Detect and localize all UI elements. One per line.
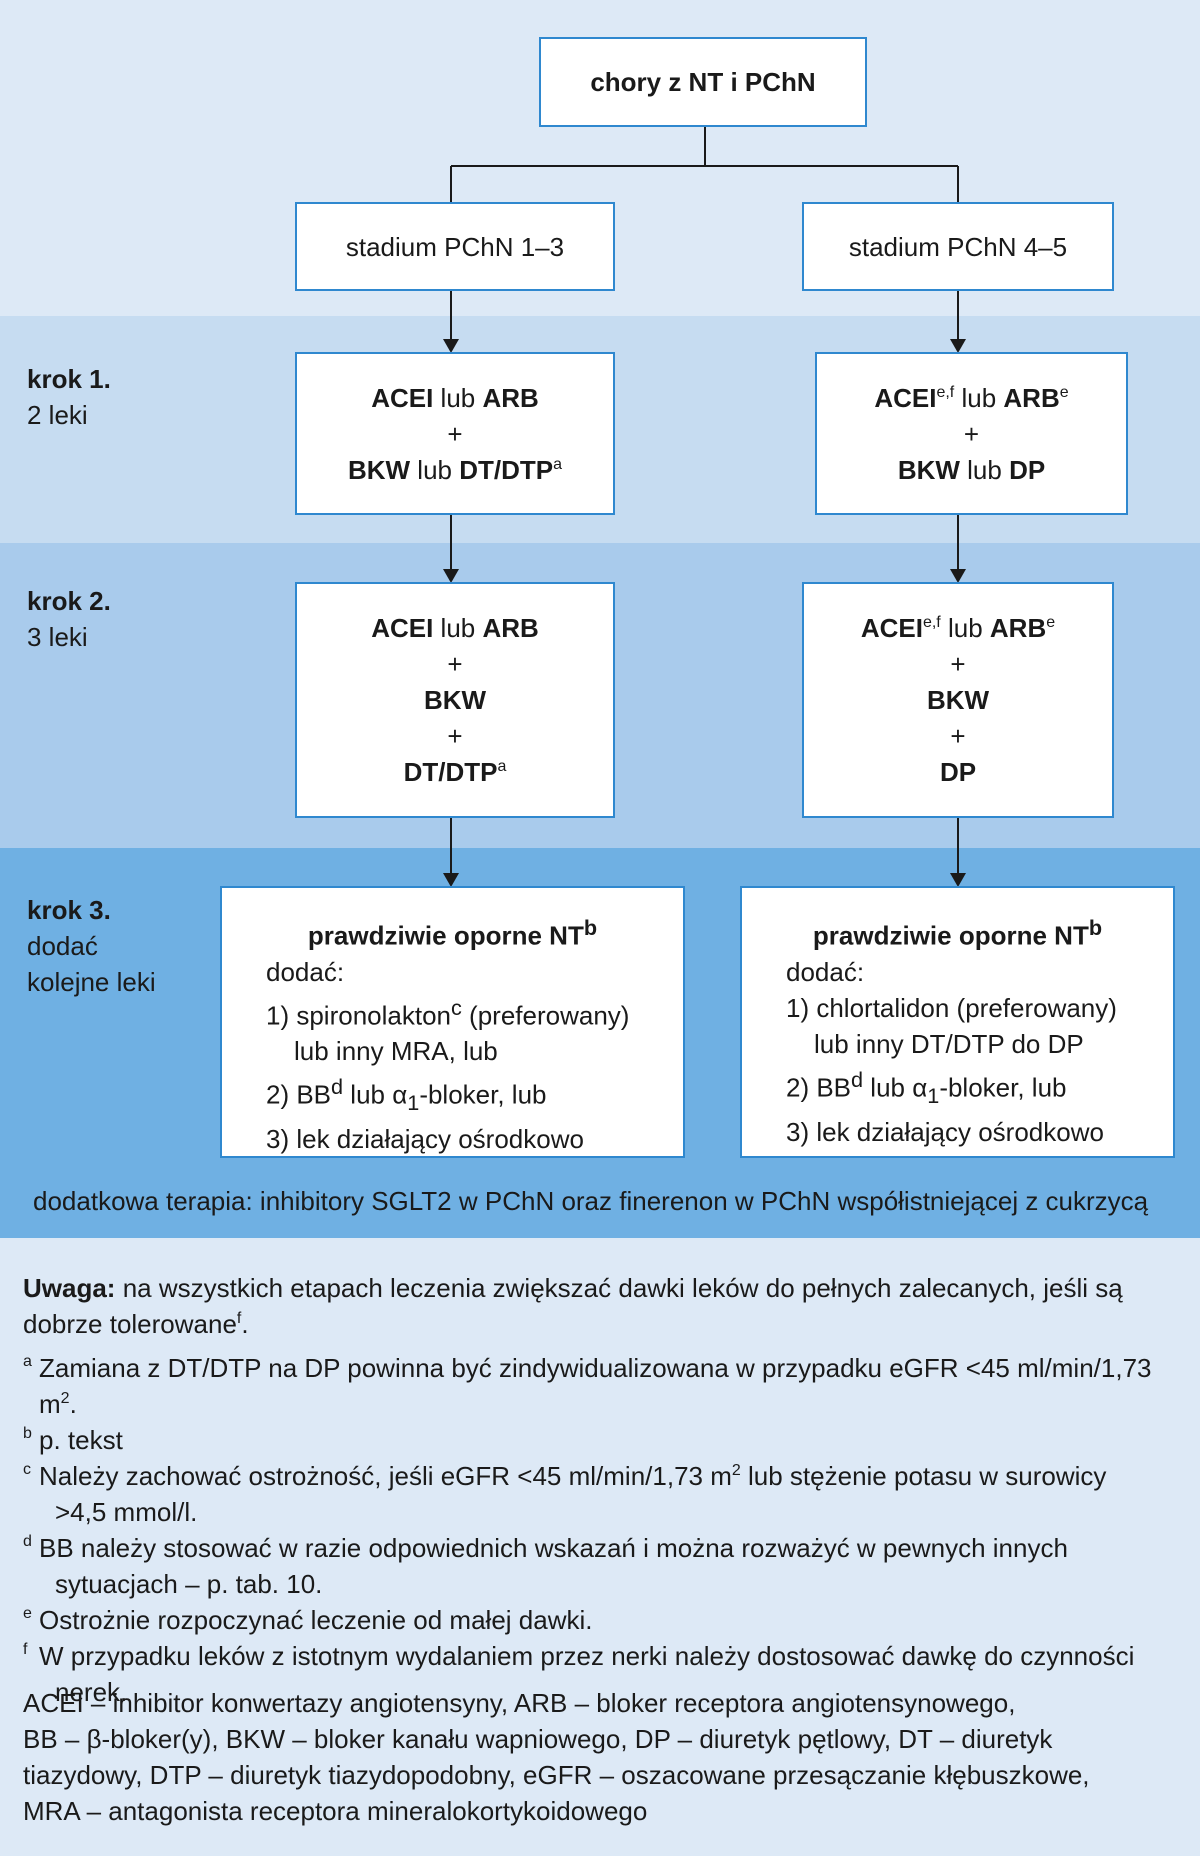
left-step3-box: prawdziwie oporne NTb dodać: 1) spironol… [220, 886, 685, 1158]
notes-band [0, 1238, 1200, 1856]
abbr-line: ACEI – inhibitor konwertazy angiotensyny… [23, 1688, 1016, 1718]
step2-label: krok 2. 3 leki [27, 583, 111, 655]
left-step3-item3: 3) lek działający ośrodkowo [266, 1124, 584, 1155]
right-step3-item1-cont: lub inny DT/DTP do DP [814, 1028, 1084, 1059]
right-step3-item2: 2) BBd lub α1-bloker, lub [786, 1066, 1067, 1108]
right-step3-item1: 1) chlortalidon (preferowany) [786, 992, 1117, 1023]
step1-title: krok 1. [27, 364, 111, 394]
abbr-line: tiazydowy, DTP – diuretyk tiazydopodobny… [23, 1760, 1090, 1790]
arrow-right-1 [950, 339, 966, 353]
step3-label: krok 3. dodać kolejne leki [27, 892, 156, 1000]
step3-sub1: dodać [27, 931, 98, 961]
left-step1-line3: BKW lub DT/DTPa [347, 454, 563, 485]
step2-sub: 3 leki [27, 622, 88, 652]
left-step1-line1: ACEI lub ARB [371, 382, 539, 413]
right-step2-line1: ACEIe,f lub ARBe [860, 613, 1056, 643]
arrow-left-3 [443, 873, 459, 887]
note-uwaga: Uwaga: na wszystkich etapach leczenia zw… [23, 1273, 1123, 1339]
arrow-right-3 [950, 873, 966, 887]
left-step2-box: ACEI lub ARB + BKW + DT/DTPa [295, 582, 615, 818]
left-step1-box: ACEI lub ARB + BKW lub DT/DTPa [295, 352, 615, 515]
right-step1-line3: BKW lub DP [897, 454, 1046, 485]
root-label: chory z NT i PChN [590, 67, 816, 97]
right-stage-box: stadium PChN 4–5 [802, 202, 1114, 291]
notes: Uwaga: na wszystkich etapach leczenia zw… [23, 1270, 1193, 1710]
step1-sub: 2 leki [27, 400, 88, 430]
arrow-left-1 [443, 339, 459, 353]
left-step2-plus1: + [447, 649, 463, 679]
right-step3-add: dodać: [786, 956, 865, 987]
right-step1-plus: + [963, 418, 980, 449]
right-stage-label: stadium PChN 4–5 [848, 231, 1068, 262]
additional-therapy: dodatkowa terapia: inhibitory SGLT2 w PC… [33, 1186, 1149, 1216]
right-step2-box: ACEIe,f lub ARBe + BKW + DP [802, 582, 1114, 818]
right-step2-plus1: + [950, 649, 966, 679]
step3-title: krok 3. [27, 895, 111, 925]
right-step2-plus2: + [950, 721, 966, 751]
step3-sub2: kolejne leki [27, 967, 156, 997]
right-step3-box: prawdziwie oporne NTb dodać: 1) chlortal… [740, 886, 1175, 1158]
step1-label: krok 1. 2 leki [27, 361, 111, 433]
left-step1-plus: + [447, 418, 463, 449]
left-step3-item1-cont: lub inny MRA, lub [294, 1036, 498, 1067]
abbr-line: MRA – antagonista receptora mineralokort… [23, 1796, 648, 1826]
left-stage-label: stadium PChN 1–3 [345, 231, 565, 262]
abbr-line: BB – β-bloker(y), BKW – bloker kanału wa… [23, 1724, 1053, 1754]
left-step3-add: dodać: [266, 956, 345, 987]
right-step2-line3: BKW [926, 685, 990, 715]
left-stage-box: stadium PChN 1–3 [295, 202, 615, 291]
arrow-right-2 [950, 569, 966, 583]
right-step3-item3: 3) lek działający ośrodkowo [786, 1116, 1104, 1147]
left-step2-line1: ACEI lub ARB [371, 613, 539, 643]
left-step2-line5: DT/DTPa [403, 757, 507, 787]
right-step3-head: prawdziwie oporne NTb [812, 915, 1103, 951]
left-step2-plus2: + [447, 721, 463, 751]
arrow-left-2 [443, 569, 459, 583]
right-step1-box: ACEIe,f lub ARBe + BKW lub DP [815, 352, 1128, 515]
left-step3-item2: 2) BBd lub α1-bloker, lub [266, 1074, 547, 1116]
root-box: chory z NT i PChN [539, 37, 867, 127]
step2-title: krok 2. [27, 586, 111, 616]
abbreviations: ACEI – inhibitor konwertazy angiotensyny… [23, 1685, 1193, 1829]
left-step2-line3: BKW [423, 685, 487, 715]
left-step3-head: prawdziwie oporne NTb [307, 915, 598, 951]
right-step2-line5: DP [939, 757, 977, 787]
left-step3-item1: 1) spironolaktonc (preferowany) [266, 994, 630, 1031]
right-step1-line1: ACEIe,f lub ARBe [874, 382, 1069, 413]
